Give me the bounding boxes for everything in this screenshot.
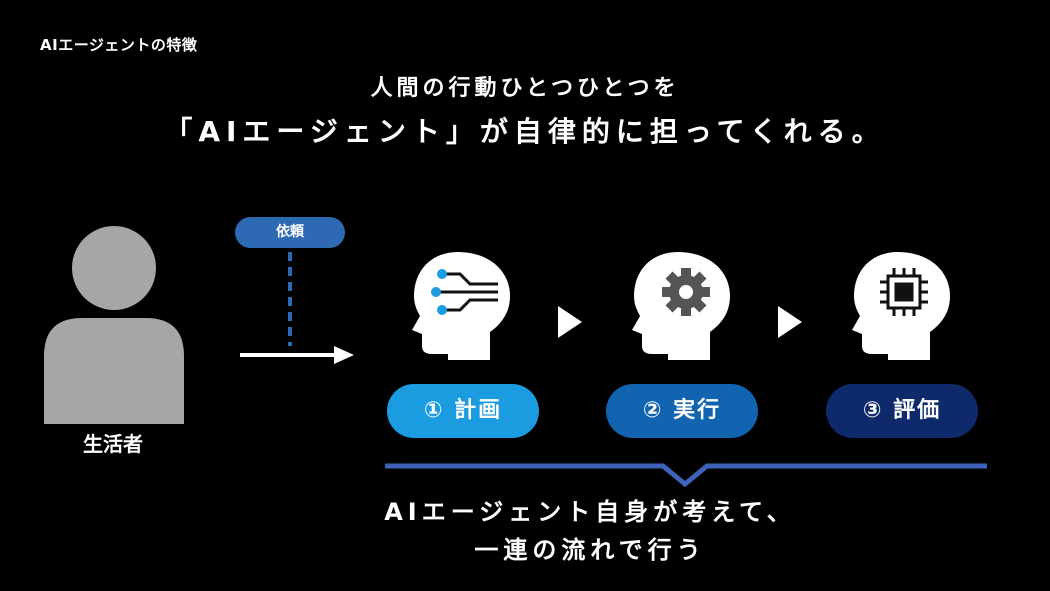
step-plan: ① 計画 [387,384,539,438]
head-chip-icon [852,252,950,360]
summary-line-1: AIエージェント自身が考えて、 [384,498,796,526]
head-circuit-icon [412,252,510,360]
actor-label: 生活者 [83,432,143,456]
section-label: AIエージェントの特徴 [40,36,198,54]
step-evaluate: ③ 評価 [826,384,978,438]
head-gear-icon [632,252,730,360]
summary-bracket [385,463,987,488]
person-icon [44,226,184,424]
request-badge: 依頼 [235,217,345,248]
step-execute: ② 実行 [606,384,758,438]
chevron-right-icon [778,306,802,338]
headline-line-1: 人間の行動ひとつひとつを [370,76,680,101]
chevron-right-icon [558,306,582,338]
headline-line-2: 「AIエージェント」が自律的に担ってくれる。 [164,115,886,148]
arrow-right-icon [334,346,354,364]
summary-line-2: 一連の流れで行う [474,536,706,564]
request-connector [240,252,354,364]
